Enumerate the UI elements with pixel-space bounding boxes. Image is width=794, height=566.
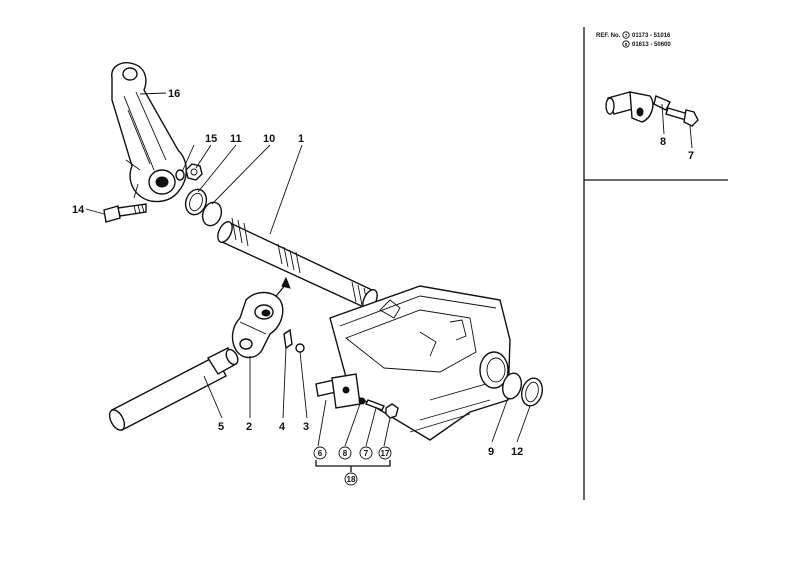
callout-part-9: 9 — [488, 446, 494, 458]
ref-line1-code: 7 — [625, 33, 628, 38]
callout-part-3: 3 — [303, 421, 309, 433]
callout-part-13: 16 — [168, 88, 180, 100]
kit-nut-17 — [385, 403, 399, 419]
callout-part-10: 10 — [263, 133, 275, 145]
part-4-pin — [283, 328, 293, 350]
callout-part-14: 14 — [72, 204, 85, 216]
rod — [108, 347, 239, 431]
ref-pin-part-8 — [605, 91, 671, 123]
kit-grouping-bracket — [315, 460, 391, 472]
callout-part-5: 5 — [218, 421, 224, 433]
callout-kit-17: 17 — [381, 449, 390, 458]
ref-panel: REF. No. 7 01173 - 51016 8 01613 - 50600… — [596, 31, 694, 162]
callout-kit-8: 8 — [343, 449, 348, 458]
ref-callout-8: 8 — [660, 136, 666, 148]
ref-callout-7: 7 — [688, 150, 694, 162]
ref-title: REF. No. — [596, 33, 621, 39]
callout-part-2: 2 — [246, 421, 252, 433]
ref-line2-number: 01613 - 50600 — [632, 42, 671, 48]
kit-bracket-6 — [315, 373, 361, 409]
leader-lines — [85, 92, 693, 447]
part-3-washer — [295, 343, 305, 353]
callout-part-4: 4 — [279, 421, 286, 433]
ring-11 — [184, 188, 208, 216]
housing — [329, 285, 511, 441]
lift-arm — [231, 291, 284, 359]
callout-labels: 16 15 11 10 1 14 5 2 4 3 9 12 — [72, 88, 523, 458]
callout-kit-6: 6 — [318, 449, 323, 458]
washer-16 — [175, 169, 185, 181]
kit-bolt-7 — [365, 399, 385, 411]
callout-part-12: 12 — [511, 446, 523, 458]
shaft — [217, 217, 378, 311]
callout-kit-7: 7 — [364, 449, 369, 458]
callout-part-11: 11 — [230, 133, 242, 145]
callout-kit-18: 18 — [347, 475, 356, 484]
kit-washer-8 — [358, 397, 366, 405]
lever-arm — [111, 62, 187, 203]
ref-line2-code: 8 — [625, 42, 628, 47]
kit-callouts: 6 8 7 17 18 — [313, 446, 392, 486]
ref-bolt-part-7 — [665, 107, 699, 127]
bolt-14 — [103, 203, 147, 223]
callout-part-15: 15 — [205, 133, 217, 145]
nut-15 — [185, 163, 203, 181]
o-ring-9 — [501, 372, 523, 400]
ring-12 — [520, 377, 544, 407]
callout-part-1: 1 — [298, 133, 304, 145]
ref-line1-number: 01173 - 51016 — [632, 33, 671, 39]
o-ring-10 — [201, 201, 223, 227]
